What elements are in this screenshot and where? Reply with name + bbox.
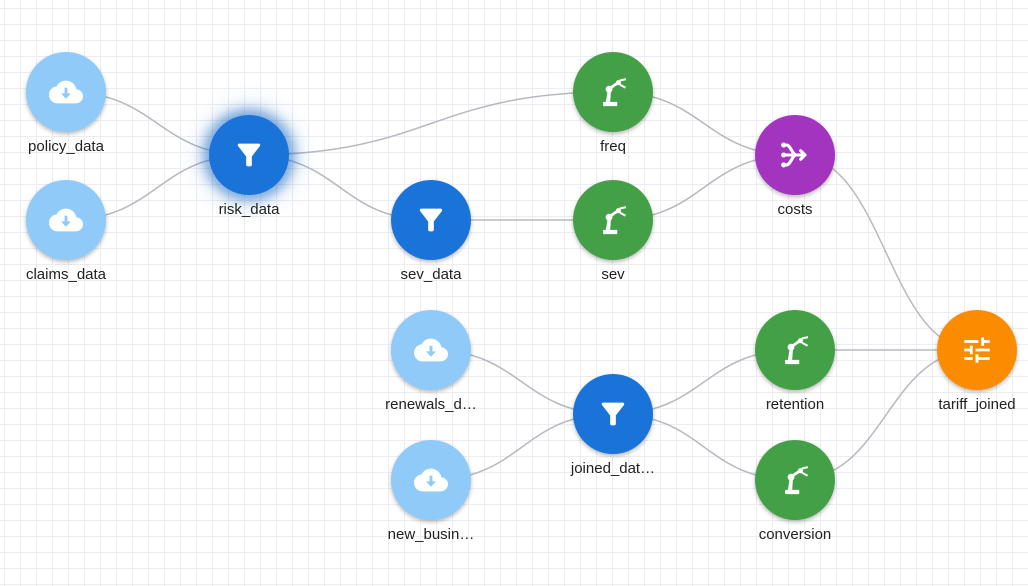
- filter-icon: [414, 203, 448, 237]
- node-joined-data[interactable]: joined_dat…: [571, 374, 655, 477]
- node-joined-data-circle[interactable]: [573, 374, 653, 454]
- cloud-download-icon: [414, 463, 448, 497]
- node-label: claims_data: [25, 266, 107, 283]
- node-retention-circle[interactable]: [755, 310, 835, 390]
- node-label: sev_data: [400, 266, 462, 283]
- node-label: new_busin…: [387, 526, 475, 543]
- robot-arm-icon: [596, 203, 630, 237]
- node-label: costs: [777, 201, 813, 218]
- node-label: tariff_joined: [938, 396, 1016, 413]
- node-freq-circle[interactable]: [573, 52, 653, 132]
- node-label: conversion: [758, 526, 832, 543]
- node-label: policy_data: [28, 138, 104, 155]
- node-sev-circle[interactable]: [573, 180, 653, 260]
- node-tariff-joined-circle[interactable]: [937, 310, 1017, 390]
- node-sev-data[interactable]: sev_data: [391, 180, 471, 283]
- node-label: risk_data: [218, 201, 280, 218]
- node-costs[interactable]: costs: [755, 115, 835, 218]
- filter-icon: [232, 138, 266, 172]
- node-sev-data-circle[interactable]: [391, 180, 471, 260]
- node-risk-data-circle[interactable]: [209, 115, 289, 195]
- node-conversion[interactable]: conversion: [755, 440, 835, 543]
- node-label: freq: [600, 138, 626, 155]
- robot-arm-icon: [778, 333, 812, 367]
- node-renewals-data-circle[interactable]: [391, 310, 471, 390]
- node-label: retention: [765, 396, 825, 413]
- node-retention[interactable]: retention: [755, 310, 835, 413]
- cloud-download-icon: [49, 75, 83, 109]
- cloud-download-icon: [414, 333, 448, 367]
- filter-icon: [596, 397, 630, 431]
- node-label: renewals_d…: [385, 396, 477, 413]
- robot-arm-icon: [596, 75, 630, 109]
- node-sev[interactable]: sev: [573, 180, 653, 283]
- node-label: joined_dat…: [570, 460, 656, 477]
- node-claims-data-circle[interactable]: [26, 180, 106, 260]
- node-tariff-joined[interactable]: tariff_joined: [937, 310, 1017, 413]
- node-policy-data-circle[interactable]: [26, 52, 106, 132]
- robot-arm-icon: [778, 463, 812, 497]
- node-risk-data[interactable]: risk_data: [209, 115, 289, 218]
- node-freq[interactable]: freq: [573, 52, 653, 155]
- node-new-business-circle[interactable]: [391, 440, 471, 520]
- node-renewals-data[interactable]: renewals_d…: [385, 310, 477, 413]
- cloud-download-icon: [49, 203, 83, 237]
- node-new-business[interactable]: new_busin…: [388, 440, 474, 543]
- merge-arrows-icon: [778, 138, 812, 172]
- edge-risk_data-to-freq: [248, 91, 614, 156]
- tune-sliders-icon: [960, 333, 994, 367]
- node-policy-data[interactable]: policy_data: [26, 52, 106, 155]
- node-conversion-circle[interactable]: [755, 440, 835, 520]
- node-label: sev: [601, 266, 625, 283]
- node-claims-data[interactable]: claims_data: [26, 180, 106, 283]
- node-costs-circle[interactable]: [755, 115, 835, 195]
